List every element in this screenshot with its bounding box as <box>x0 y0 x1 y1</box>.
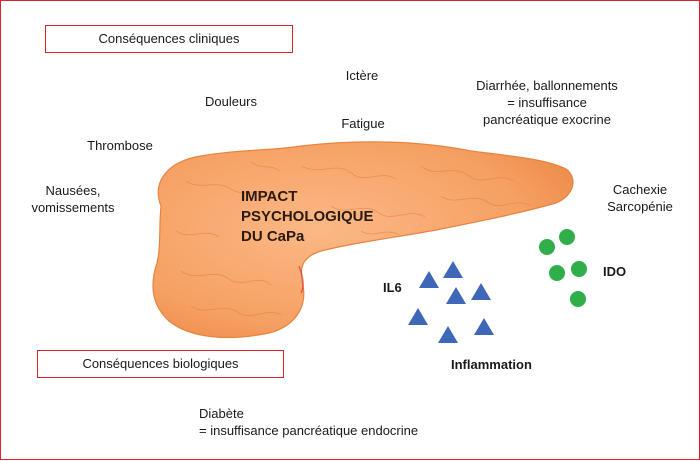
pancreas-duct-mark <box>298 265 304 294</box>
symptom-diarrhee: Diarrhée, ballonnements = insuffisance p… <box>476 78 618 127</box>
label-il6: IL6 <box>383 280 402 295</box>
pancreas-body <box>152 141 574 339</box>
symptom-thrombose: Thrombose <box>87 138 153 153</box>
triangle-icon <box>419 271 439 288</box>
symptom-cachexie: Cachexie Sarcopénie <box>607 182 673 214</box>
biological-consequences-box: Conséquences biologiques <box>37 350 284 378</box>
ido-markers <box>539 229 587 307</box>
center-impact-text: IMPACT PSYCHOLOGIQUE DU CaPa <box>241 188 374 245</box>
label-inflammation: Inflammation <box>451 357 532 372</box>
clinical-consequences-box: Conséquences cliniques <box>45 25 293 53</box>
symptom-douleurs: Douleurs <box>204 94 258 109</box>
symptom-fatigue: Fatigue <box>341 116 385 131</box>
triangle-icon <box>471 283 491 300</box>
triangle-icon <box>446 287 466 304</box>
circle-icon <box>571 261 587 277</box>
triangle-icon <box>443 261 463 278</box>
circle-icon <box>539 239 555 255</box>
circle-icon <box>570 291 586 307</box>
triangle-icon <box>408 308 428 325</box>
biological-diabete: Diabète = insuffisance pancréatique endo… <box>199 406 419 438</box>
triangle-icon <box>474 318 494 335</box>
circle-icon <box>549 265 565 281</box>
symptom-nausees: Nausées, vomissements <box>31 183 115 215</box>
label-ido: IDO <box>603 264 627 279</box>
il6-markers <box>408 261 494 343</box>
pancreas-texture <box>175 160 532 317</box>
triangle-icon <box>438 326 458 343</box>
symptom-ictere: Ictère <box>345 68 379 83</box>
circle-icon <box>559 229 575 245</box>
